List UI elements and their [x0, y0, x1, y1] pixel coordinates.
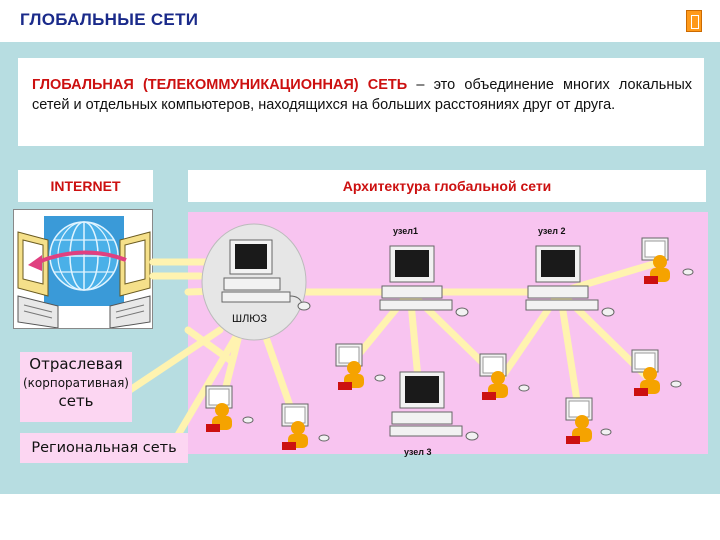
internet-label: INTERNET — [18, 170, 153, 202]
corporate-line3: сеть — [58, 392, 94, 410]
definition-term: ГЛОБАЛЬНАЯ (ТЕЛЕКОММУНИКАЦИОННАЯ) СЕТЬ — [32, 77, 408, 93]
page-icon — [691, 15, 699, 29]
user-at-computer-icon — [479, 353, 530, 400]
corporate-network-label: Отраслевая (корпоративная) сеть — [20, 352, 132, 422]
computer-icon — [379, 245, 469, 317]
user-at-computer-icon — [205, 385, 254, 432]
internet-illustration — [13, 209, 153, 329]
node2-label: узел 2 — [538, 226, 566, 236]
architecture-label: Архитектура глобальной сети — [188, 170, 706, 202]
user-at-computer-icon — [335, 343, 386, 390]
user-at-computer-icon — [631, 349, 682, 396]
globe-icon — [44, 216, 124, 306]
gateway-label: ШЛЮЗ — [232, 313, 268, 325]
computer-icon — [525, 245, 615, 317]
corporate-line1: Отраслевая — [29, 355, 123, 373]
computer-icon — [109, 231, 151, 328]
navigation-button[interactable] — [686, 10, 702, 32]
user-at-computer-icon — [281, 403, 330, 450]
definition-box: ГЛОБАЛЬНАЯ (ТЕЛЕКОММУНИКАЦИОННАЯ) СЕТЬ –… — [18, 58, 704, 146]
node3-label: узел 3 — [404, 447, 432, 457]
user-at-computer-icon — [641, 237, 694, 284]
regional-network-label: Региональная сеть — [20, 433, 188, 463]
user-at-computer-icon — [565, 397, 612, 444]
corporate-line2: (корпоративная) — [22, 376, 129, 390]
page-title: ГЛОБАЛЬНЫЕ СЕТИ — [20, 10, 199, 29]
definition-text: – это объединение многих локальных сетей… — [32, 77, 692, 113]
computer-icon — [389, 371, 479, 441]
node1-label: узел1 — [393, 226, 418, 236]
gateway-icon — [201, 223, 311, 341]
